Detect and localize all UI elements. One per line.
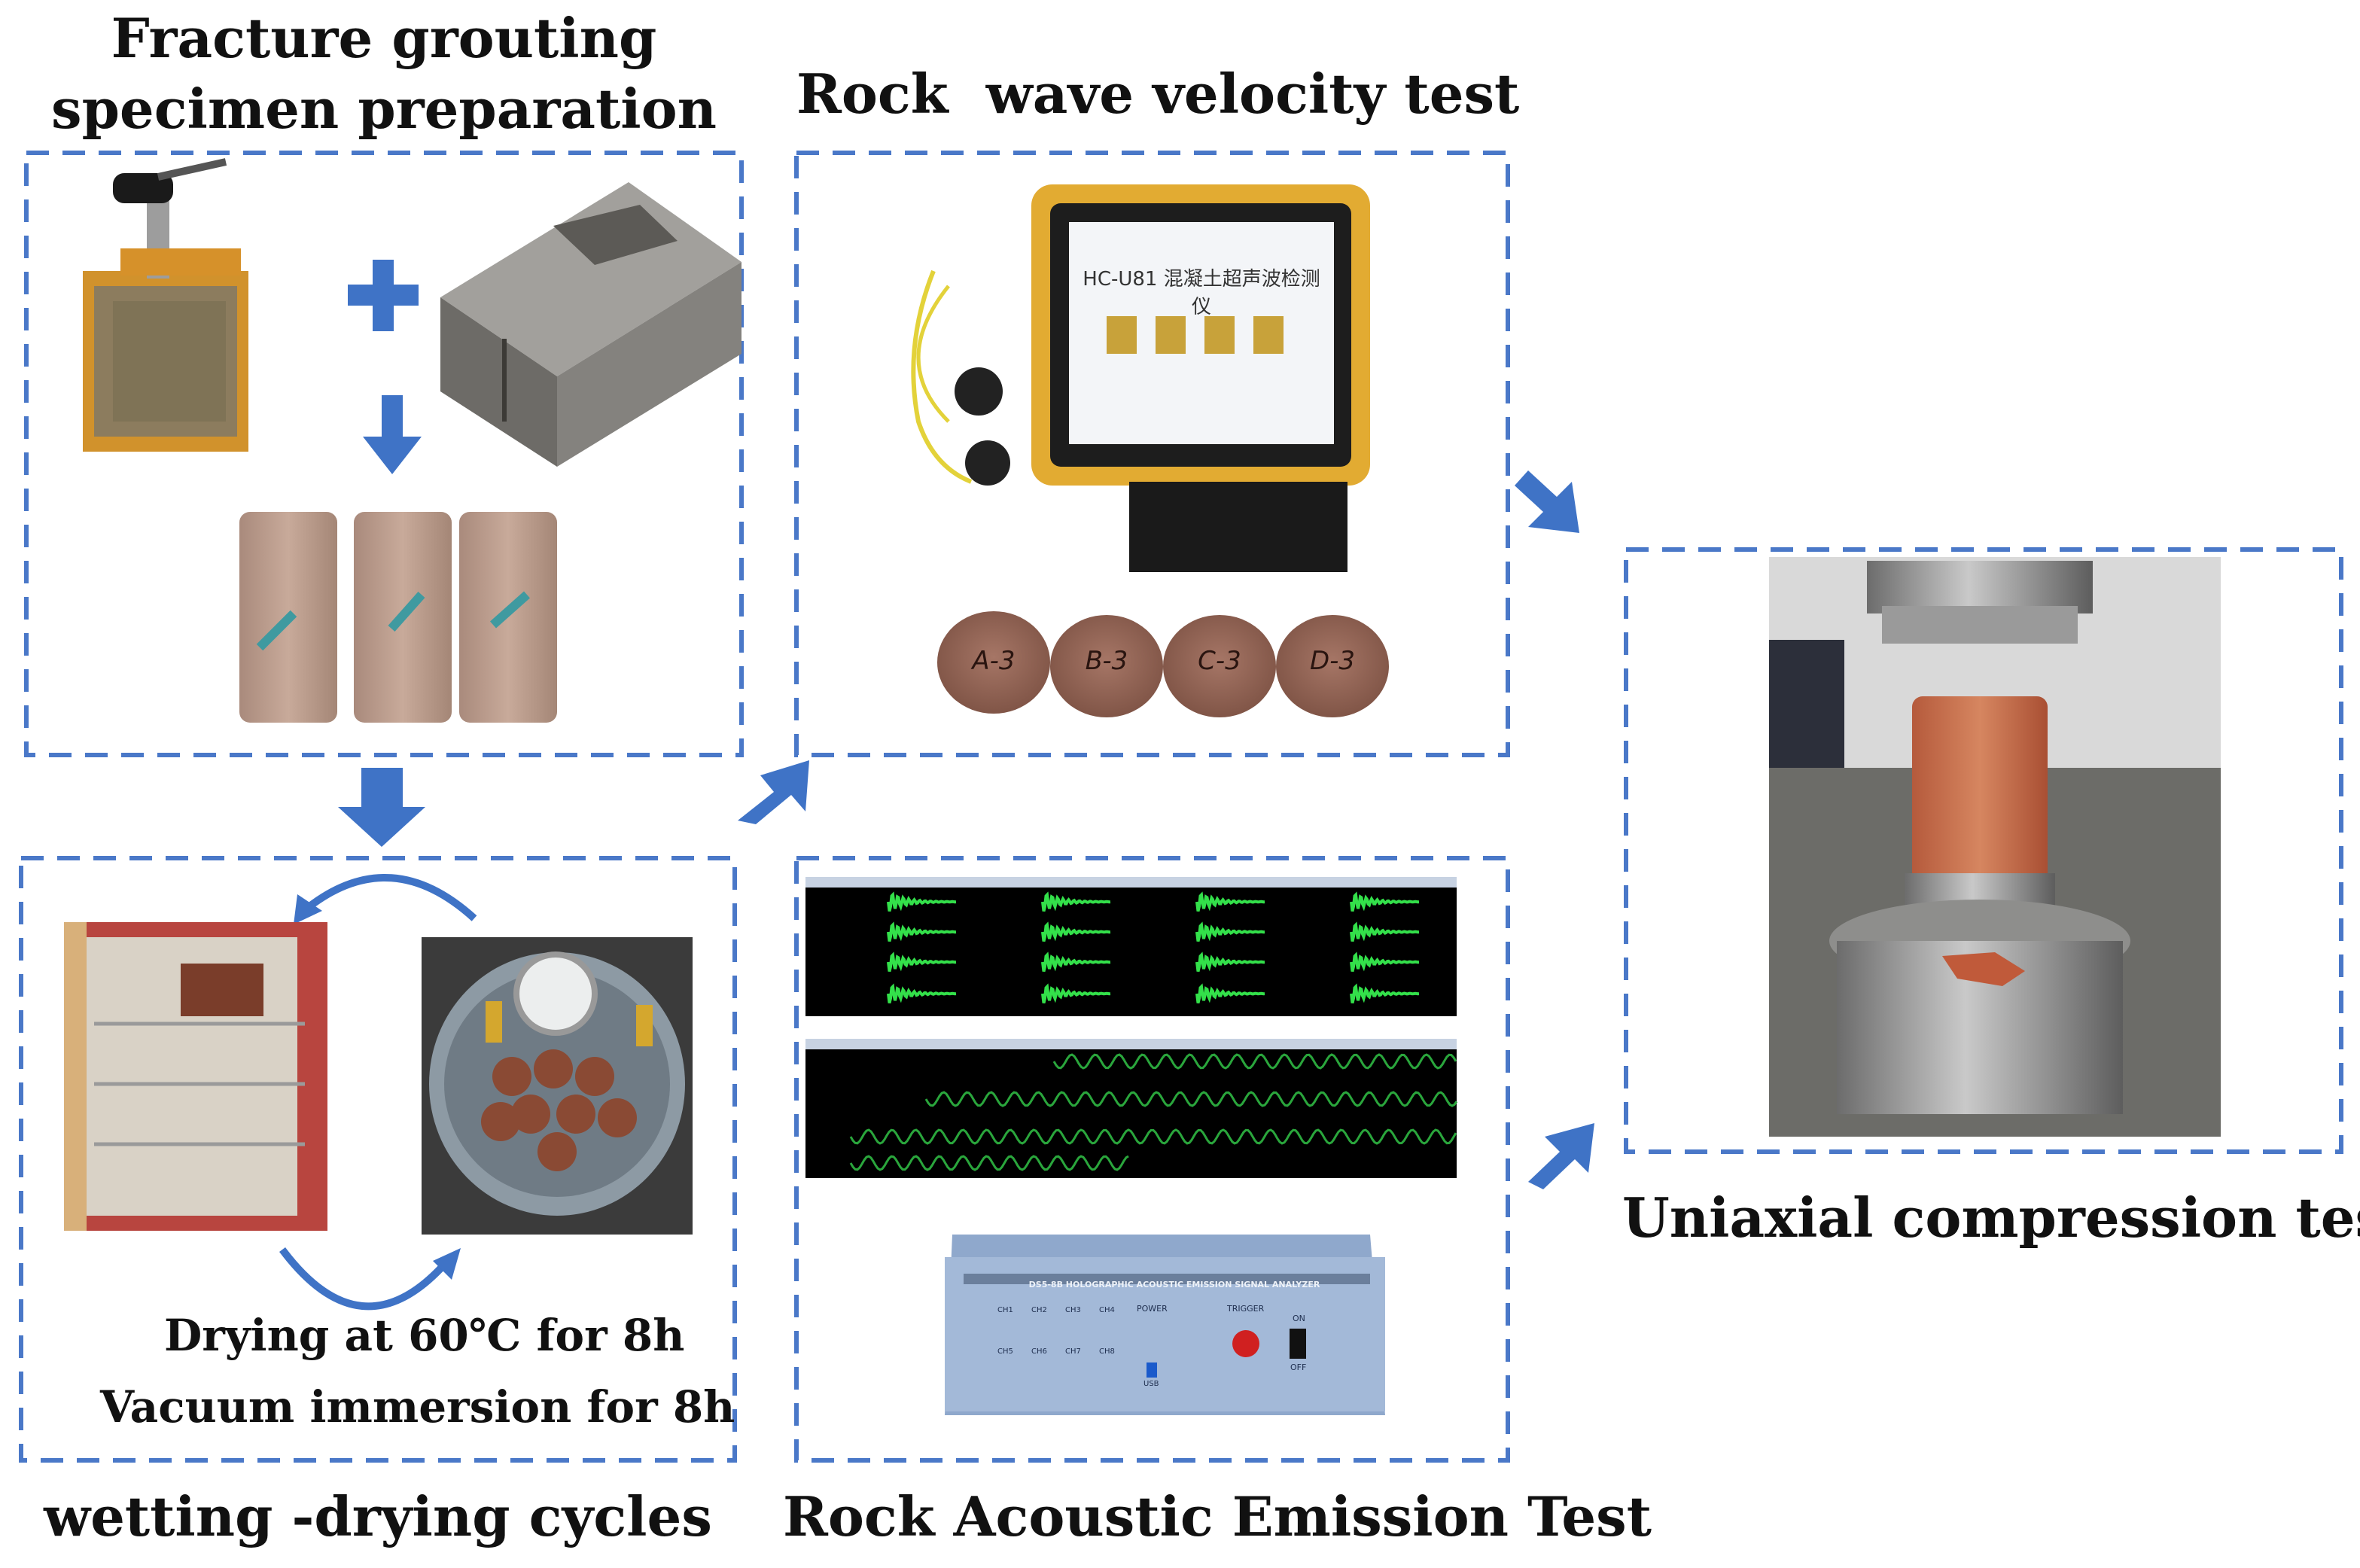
panel-acoustic-emission [794,856,1510,1463]
panel-wave-velocity [794,151,1510,757]
caption-vacuum-immersion: Vacuum immersion for 8h [100,1381,735,1433]
analyzer-channel-label: CH6 [1031,1347,1047,1356]
panel-uniaxial [1624,547,2343,1154]
ae-burst-wave [1041,921,1111,942]
analyzer-channel-label: CH5 [997,1347,1013,1356]
analyzer-usb-label: USB [1143,1380,1159,1388]
vacuum-chamber-image [422,937,693,1235]
device-screen-title: HC-U81 混凝土超声波检测仪 [1083,268,1320,318]
ae-burst-wave [1350,951,1420,973]
steel-mould-image [440,182,741,467]
ae-continuous-wave [924,1091,1458,1107]
ae-burst-wave [887,983,957,1004]
ae-burst-wave [887,891,957,912]
transducer-probe-2 [965,440,1010,486]
cycle-arrowhead-bottom [433,1248,461,1280]
analyzer-channel-label: CH7 [1065,1347,1081,1356]
drying-oven-image [64,922,327,1231]
arrow-down-icon [363,395,422,474]
analyzer-power-label: POWER [1137,1304,1168,1314]
analyzer-channel-label: CH4 [1099,1306,1115,1314]
analyzer-channel-label: CH1 [997,1306,1013,1314]
title-wetting-drying: wetting -drying cycles [44,1484,712,1548]
ae-burst-wave [1195,983,1265,1004]
rock-discs-image [937,611,1389,717]
arrow-down-large-icon [338,768,425,847]
panel-specimen-preparation [24,151,744,757]
ae-burst-wave [1195,921,1265,942]
ae-burst-wave [1350,921,1420,942]
analyzer-channel-label: CH2 [1031,1306,1047,1314]
ae-continuous-wave [849,1128,1457,1145]
analyzer-channel-label: CH3 [1065,1306,1081,1314]
plus-icon [348,260,419,331]
cycle-arrowhead-top [294,894,322,924]
analyzer-header: DS5-8B HOLOGRAPHIC ACOUSTIC EMISSION SIG… [1028,1280,1320,1289]
specimen-label: A-3 [972,646,1016,676]
analyzer-on-label: ON [1293,1314,1305,1323]
grouted-specimens-image [239,512,557,723]
title-wave-velocity: Rock wave velocity test [796,62,1520,126]
transducer-probe [955,367,1003,416]
specimen-label: B-3 [1085,646,1128,676]
title-specimen-preparation-line2: specimen preparation [51,77,717,141]
arrow-down-right-icon [1515,470,1579,533]
ae-burst-wave [1350,983,1420,1004]
analyzer-channel-label: CH8 [1099,1347,1115,1356]
specimen-label: C-3 [1198,646,1241,676]
ae-continuous-wave [1052,1053,1457,1070]
ae-burst-wave [887,951,957,973]
ae-waveform-screen-2 [805,1039,1457,1178]
title-acoustic-emission: Rock Acoustic Emission Test [783,1484,1652,1548]
ae-analyzer-device-image [945,1235,1385,1415]
arrow-up-right-icon [738,760,809,824]
compression-machine-image [1769,557,2221,1137]
ae-burst-wave [1195,891,1265,912]
ae-waveform-bursts [887,891,1420,1004]
ae-burst-wave [1195,951,1265,973]
analyzer-trigger-label: TRIGGER [1227,1304,1265,1314]
ae-burst-wave [1041,983,1111,1004]
arrow-up-right-icon-2 [1528,1123,1594,1189]
ae-burst-wave [1350,891,1420,912]
title-specimen-preparation-line1: Fracture grouting [111,6,657,70]
ultrasonic-tester-image [911,184,1370,572]
ae-continuous-wave [849,1155,1129,1171]
grouting-pump-image [83,158,248,452]
ae-burst-wave [887,921,957,942]
title-uniaxial: Uniaxial compression test [1622,1186,2360,1250]
ae-burst-wave [1041,951,1111,973]
panel-wetting-drying [19,856,737,1463]
caption-drying: Drying at 60℃ for 8h [164,1310,685,1361]
ae-waveform-continuous [849,1053,1458,1171]
specimen-label: D-3 [1309,646,1356,676]
ae-burst-wave [1041,891,1111,912]
cycle-arrows [279,873,477,1311]
analyzer-off-label: OFF [1290,1362,1307,1372]
